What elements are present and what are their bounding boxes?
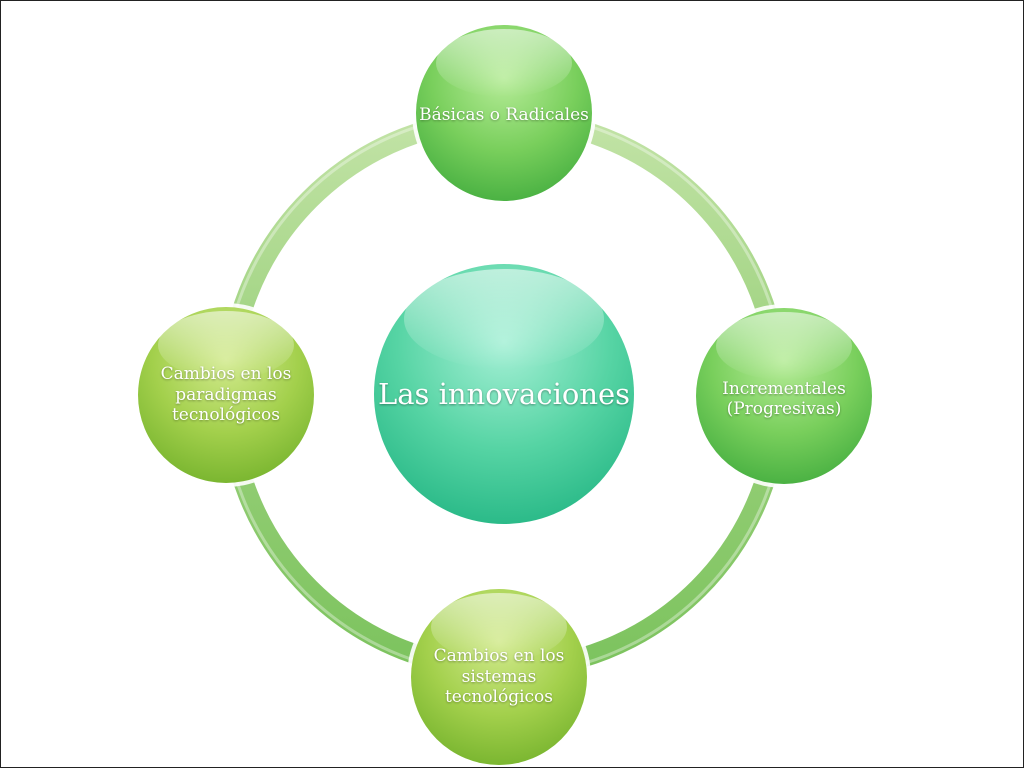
node-left bbox=[134, 303, 318, 487]
center-node bbox=[370, 260, 638, 528]
node-top bbox=[412, 21, 596, 205]
node-bottom bbox=[407, 585, 591, 767]
node-right bbox=[692, 304, 876, 488]
